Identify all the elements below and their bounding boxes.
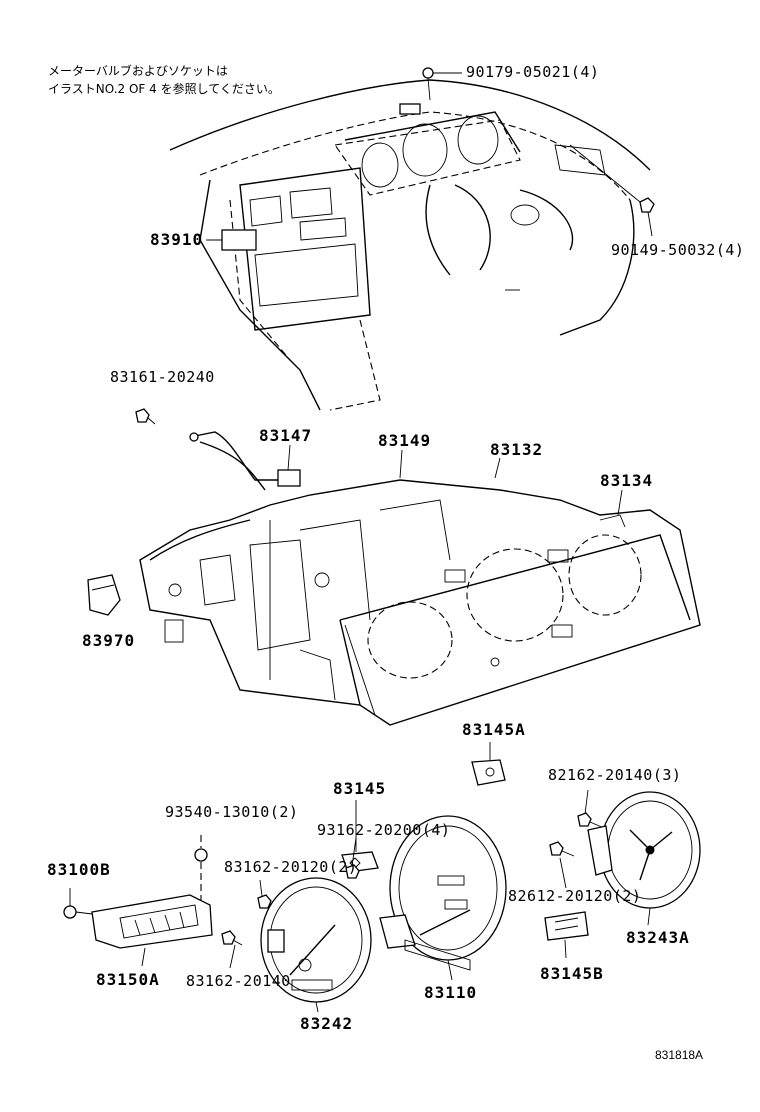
cluster-housing — [139, 479, 701, 726]
grommet-93540 — [194, 835, 208, 905]
label-83134: 83134 — [600, 471, 654, 490]
plate-83145A — [471, 759, 506, 786]
note-line-1: メーターバルブおよびソケットは — [48, 64, 228, 78]
label-90149-50032: 90149-50032(4) — [611, 241, 745, 259]
label-83110: 83110 — [424, 983, 478, 1002]
leader-lines-lower — [69, 742, 589, 1013]
screw-82162 — [577, 812, 605, 829]
plate-83145B — [544, 911, 589, 941]
label-83970: 83970 — [82, 631, 136, 650]
illustration-code: 831818A — [655, 1048, 704, 1062]
label-83242: 83242 — [300, 1014, 354, 1033]
label-93162-20200: 93162-20200(4) — [317, 821, 451, 839]
leader-lines — [208, 239, 623, 516]
label-83145: 83145 — [333, 779, 387, 798]
label-83145A: 83145A — [462, 720, 526, 739]
socket-83970 — [87, 574, 121, 616]
speedometer-83110 — [379, 815, 507, 971]
label-83243A: 83243A — [626, 928, 690, 947]
screw-90179 — [422, 67, 462, 101]
label-83147: 83147 — [259, 426, 313, 445]
screw-90149 — [569, 144, 655, 237]
dashboard-outline — [169, 79, 651, 411]
label-93540-13010: 93540-13010(2) — [165, 803, 299, 821]
label-83162-20140: 83162-20140 — [186, 972, 291, 990]
label-83162-20120: 83162-20120(2) — [224, 858, 358, 876]
tachometer-83242 — [260, 877, 372, 1003]
label-82612-20120: 82612-20120(2) — [508, 887, 642, 905]
gauge-83243A — [587, 791, 701, 926]
label-82162-20140: 82162-20140(3) — [548, 766, 682, 784]
note-line-2: イラストNO.2 OF 4 を参照してください。 — [48, 82, 280, 96]
label-83132: 83132 — [490, 440, 544, 459]
bracket-83150A — [91, 894, 213, 949]
wire-harness-83147 — [189, 431, 301, 491]
label-83161-20240: 83161-20240 — [110, 368, 215, 386]
screw-83161 — [135, 408, 156, 425]
label-83145B: 83145B — [540, 964, 604, 983]
label-83150A: 83150A — [96, 970, 160, 989]
screw-83162-b — [221, 930, 243, 946]
screw-93162 — [345, 864, 360, 879]
label-83910: 83910 — [150, 230, 204, 249]
screw-83100B — [63, 905, 93, 919]
screw-82612 — [549, 841, 575, 857]
label-83149: 83149 — [378, 431, 432, 450]
label-83100B: 83100B — [47, 860, 111, 879]
label-90179-05021: 90179-05021(4) — [466, 63, 600, 81]
